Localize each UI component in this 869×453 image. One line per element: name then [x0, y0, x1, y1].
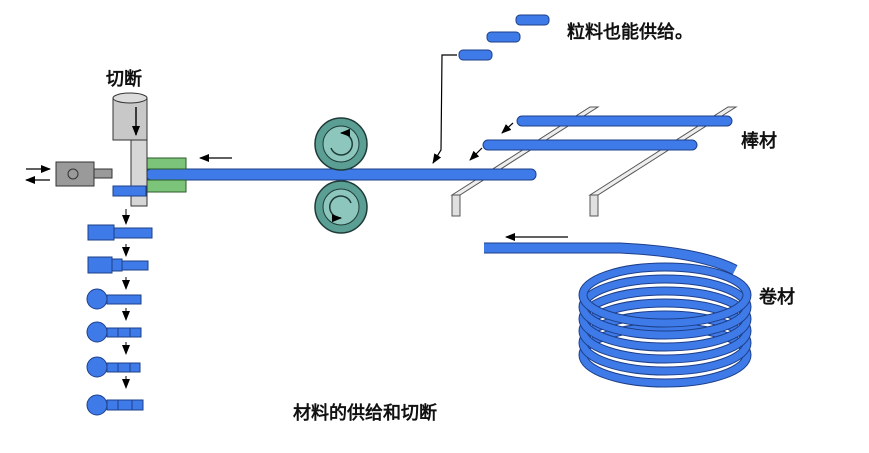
forming-stages: [86, 209, 153, 416]
diagram-caption: 材料的供给和切断: [293, 403, 437, 424]
upper-roller-rotation-icon: [330, 128, 353, 156]
bar-move-arrow-2: [469, 147, 483, 161]
coil-stock-label: 卷材: [759, 287, 795, 308]
stage-5-part: [86, 356, 141, 378]
granule-feed-arrow: [432, 54, 457, 164]
cut-label: 切断: [106, 69, 142, 90]
ejector: [25, 161, 113, 187]
stage-3-part: [86, 288, 142, 310]
granular-supply-label: 粒料也能供给。: [567, 22, 693, 43]
bar-move-arrow-1: [501, 122, 514, 134]
rack-rail-back-side: [589, 194, 599, 217]
lower-roller-rotation-icon: [329, 195, 352, 223]
bar-stock-1: [516, 115, 733, 127]
granule-3: [458, 49, 493, 61]
bar-stock-2: [482, 139, 698, 151]
cut-blank: [112, 185, 147, 197]
stage-2-part: [87, 256, 149, 274]
cutter-ram: [112, 97, 148, 141]
ejector-port-icon: [67, 168, 79, 180]
granule-2: [486, 31, 521, 43]
ejector-body: [55, 161, 95, 187]
coil-stock: [484, 233, 752, 388]
stage-4-part: [86, 321, 142, 343]
bar-stock-group: [469, 115, 733, 161]
rack-rail-front-side: [451, 194, 461, 217]
granule-1: [515, 14, 550, 26]
granular-supply: [432, 14, 550, 164]
bar-stock-label: 棒材: [741, 131, 777, 152]
stage-1-part: [87, 224, 153, 241]
stage-6-part: [86, 394, 144, 416]
feed-rollers: [314, 117, 368, 234]
